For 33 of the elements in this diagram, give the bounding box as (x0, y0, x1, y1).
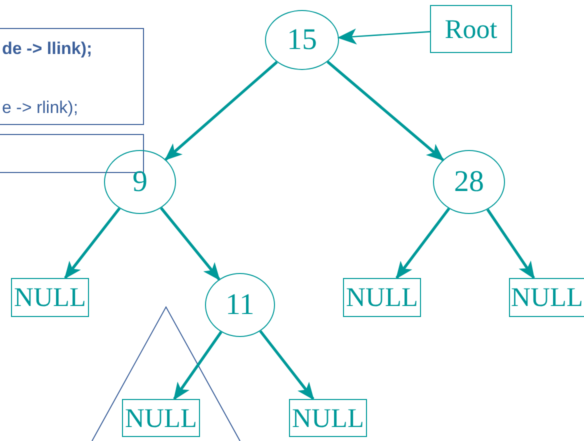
node-label: 15 (287, 25, 317, 55)
arrow (164, 60, 278, 161)
code-line: e -> rlink); (2, 98, 78, 118)
label-box (430, 5, 512, 53)
label-box (509, 278, 584, 317)
code-line: de -> llink); (2, 39, 92, 59)
node-label: NULL (346, 284, 418, 311)
label-box (11, 278, 89, 317)
arrow (396, 208, 450, 280)
label-box (289, 399, 367, 437)
arrow (173, 331, 222, 400)
arrow (326, 60, 444, 161)
arrow (259, 330, 314, 400)
tree-node-circle (265, 10, 339, 70)
code-box (0, 28, 144, 125)
label-box (122, 399, 200, 437)
tree-node-circle (205, 273, 275, 337)
empty-box (0, 134, 144, 173)
arrow (486, 208, 535, 280)
arrow (160, 207, 220, 280)
node-label: 28 (454, 167, 484, 197)
node-label: 9 (132, 167, 148, 197)
node-label: NULL (14, 284, 86, 311)
tree-node-circle (104, 150, 176, 214)
arrow (337, 28, 430, 44)
node-label: 11 (226, 290, 254, 320)
arrow (64, 207, 121, 280)
node-label: NULL (125, 404, 197, 432)
tree-node-circle (433, 150, 505, 214)
label-box (343, 278, 421, 317)
node-label: NULL (511, 284, 583, 311)
node-label: NULL (292, 404, 364, 432)
node-label: Root (444, 16, 498, 42)
